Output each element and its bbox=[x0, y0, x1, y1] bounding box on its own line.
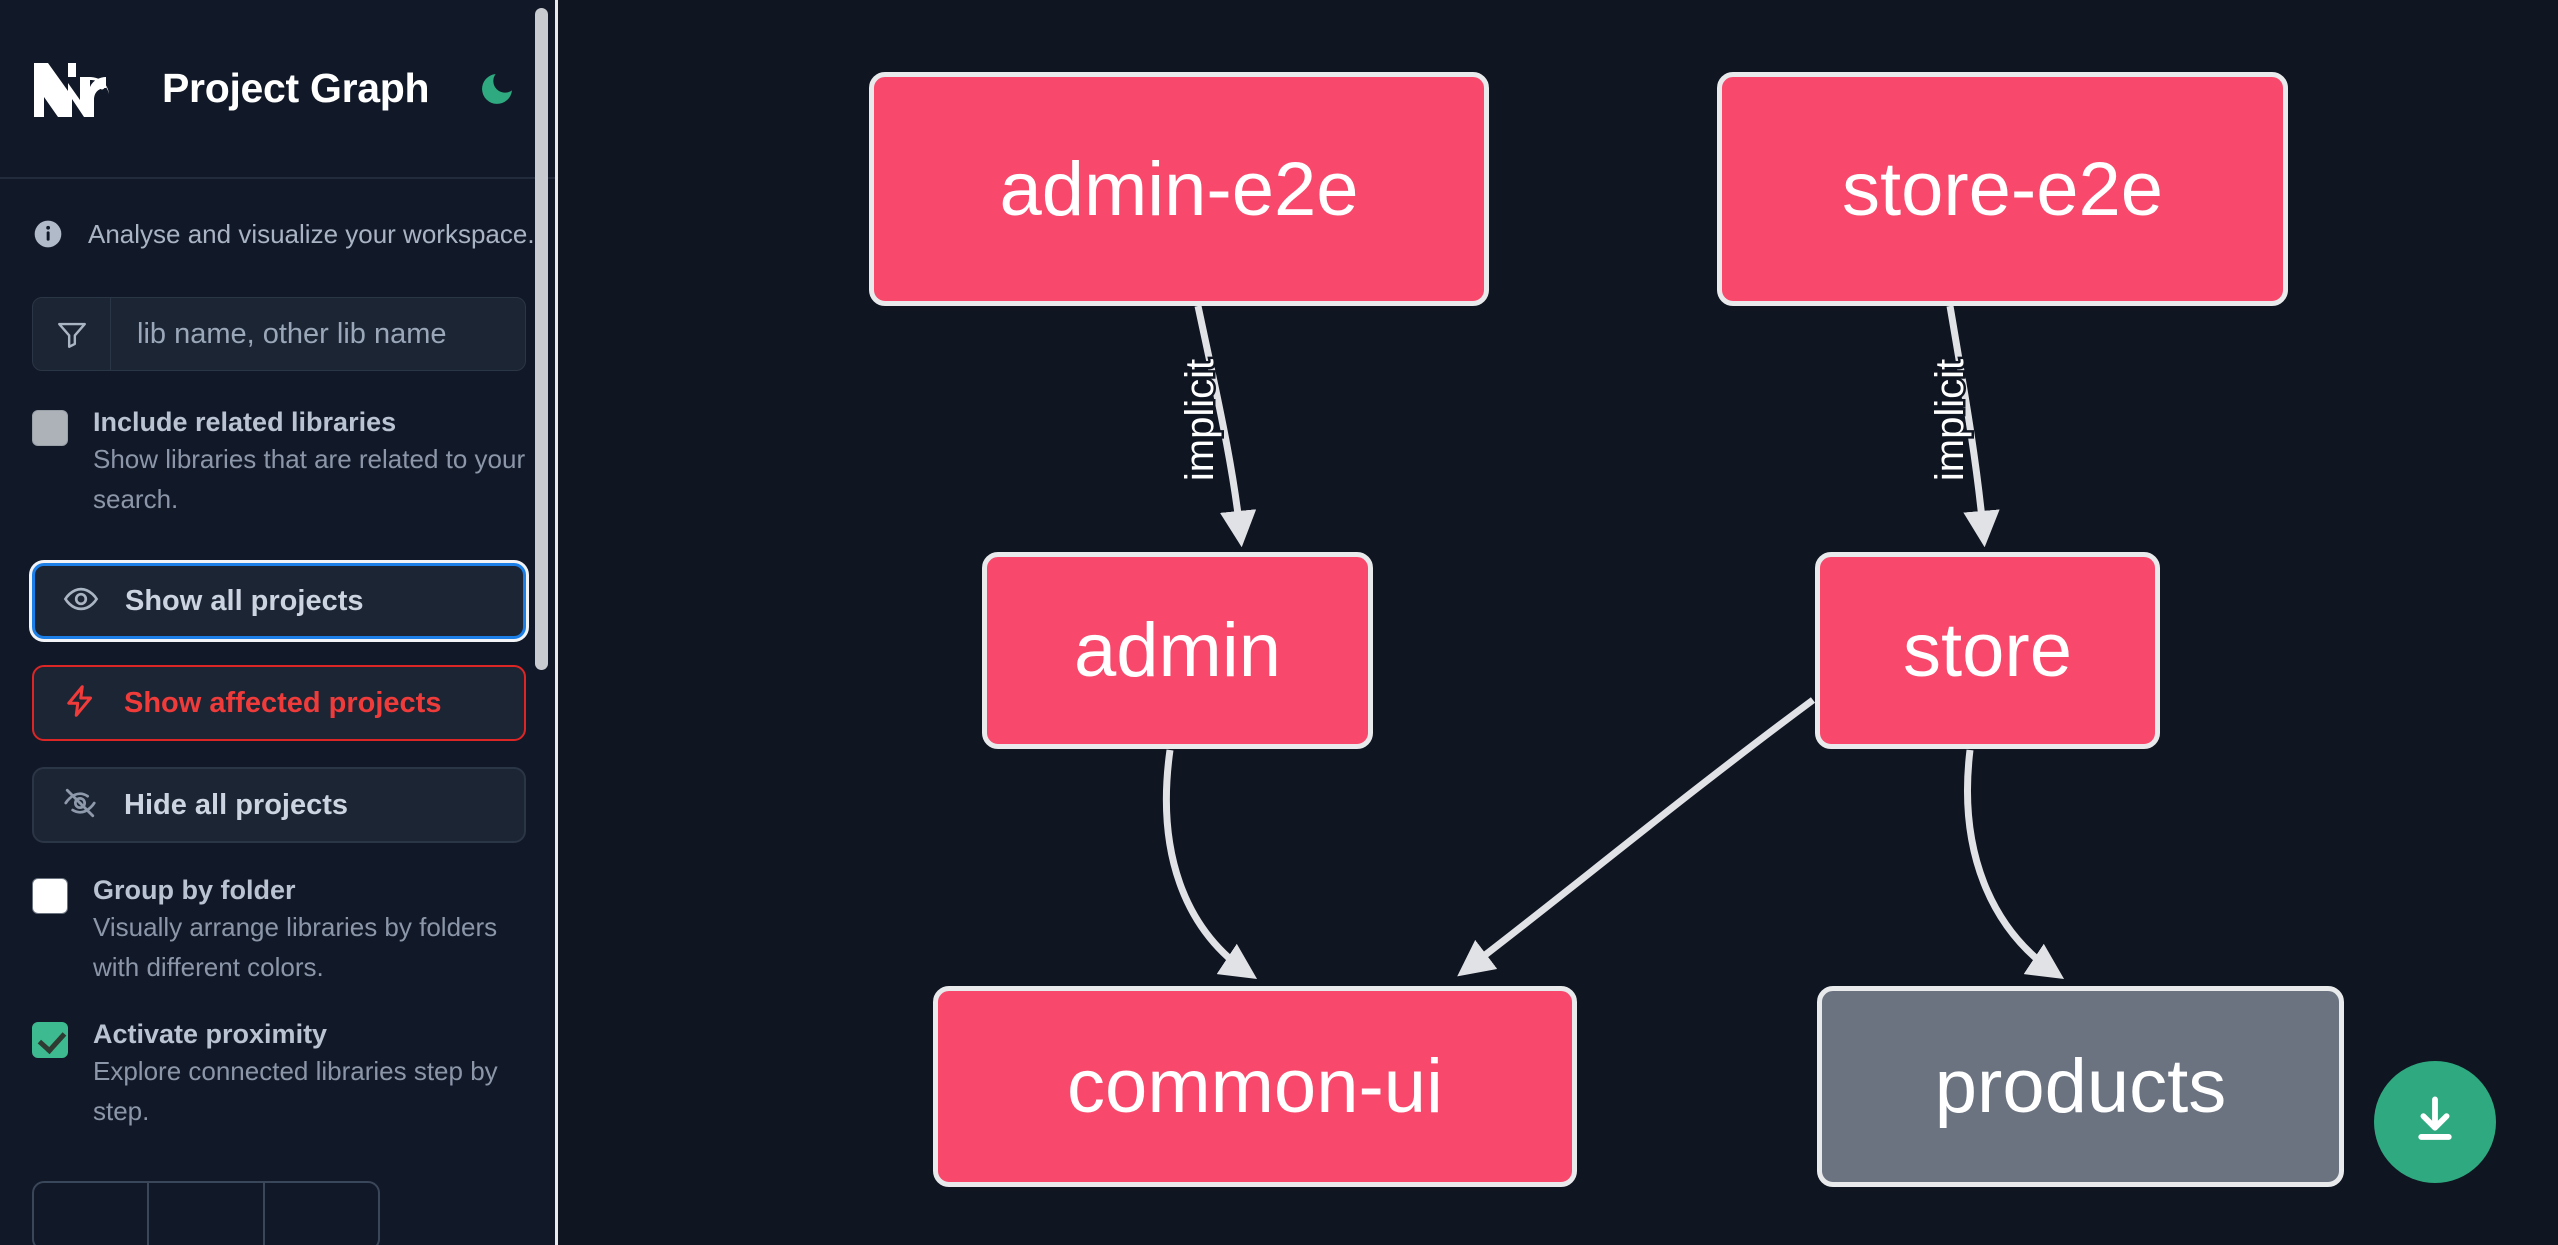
checkbox-group-by-folder-description: Visually arrange libraries by folders wi… bbox=[93, 912, 498, 982]
workspace-info-text: Analyse and visualize your workspace. bbox=[88, 218, 535, 249]
graph-node-store[interactable]: store bbox=[1815, 552, 2160, 749]
show-all-projects-label: Show all projects bbox=[125, 584, 364, 617]
checkbox-include-related-libraries-description: Show libraries that are related to your … bbox=[93, 444, 526, 514]
edge-store-e2e-to-store bbox=[1946, 305, 2000, 548]
checkbox-activate-proximity-description: Explore connected libraries step by step… bbox=[93, 1056, 498, 1126]
search-box[interactable] bbox=[32, 297, 526, 371]
filter-icon bbox=[33, 298, 111, 370]
checkbox-activate-proximity[interactable]: Activate proximity Explore connected lib… bbox=[0, 1017, 558, 1131]
checkbox-group-by-folder-label: Group by folder bbox=[93, 875, 296, 905]
workspace-info: Analyse and visualize your workspace. bbox=[0, 179, 558, 289]
sidebar-divider bbox=[555, 0, 558, 1245]
graph-node-store-e2e[interactable]: store-e2e bbox=[1717, 72, 2288, 306]
checkbox-activate-proximity-box[interactable] bbox=[32, 1022, 68, 1058]
download-icon bbox=[2406, 1091, 2464, 1154]
segment-1[interactable] bbox=[34, 1183, 150, 1245]
checkbox-include-related-libraries[interactable]: Include related libraries Show libraries… bbox=[0, 405, 558, 519]
graph-node-common-ui[interactable]: common-ui bbox=[933, 986, 1577, 1187]
sidebar: Project Graph Analyse and visualize your… bbox=[0, 0, 558, 1245]
edge-admin-to-common-ui bbox=[1162, 749, 1258, 980]
graph-edges: implicit implicit bbox=[1162, 305, 2065, 980]
graph-canvas[interactable]: implicit implicit admin-e2e store-e2e ad… bbox=[558, 0, 2558, 1245]
edge-label-implicit-admin: implicit bbox=[1178, 359, 1222, 481]
search-section bbox=[0, 297, 558, 371]
nx-logo-icon bbox=[32, 59, 120, 119]
checkbox-group-by-folder[interactable]: Group by folder Visually arrange librari… bbox=[0, 873, 558, 987]
checkbox-include-related-libraries-box[interactable] bbox=[32, 410, 68, 446]
show-all-projects-button[interactable]: Show all projects bbox=[32, 563, 526, 639]
sidebar-scrollbar-thumb[interactable] bbox=[535, 8, 548, 670]
checkbox-include-related-libraries-body: Include related libraries Show libraries… bbox=[93, 405, 526, 519]
show-affected-projects-label: Show affected projects bbox=[124, 686, 442, 719]
checkbox-activate-proximity-label: Activate proximity bbox=[93, 1019, 328, 1049]
eye-off-icon bbox=[62, 785, 98, 826]
page-title: Project Graph bbox=[162, 65, 430, 111]
lightning-icon bbox=[62, 683, 98, 724]
hide-all-projects-button[interactable]: Hide all projects bbox=[32, 767, 526, 843]
checkbox-group-by-folder-body: Group by folder Visually arrange librari… bbox=[93, 873, 526, 987]
search-input[interactable] bbox=[111, 298, 525, 370]
checkbox-include-related-libraries-label: Include related libraries bbox=[93, 407, 397, 437]
segment-3[interactable] bbox=[265, 1183, 378, 1245]
info-icon bbox=[32, 218, 64, 250]
graph-node-products[interactable]: products bbox=[1817, 986, 2344, 1187]
graph-node-admin[interactable]: admin bbox=[982, 552, 1373, 749]
sidebar-header: Project Graph bbox=[0, 0, 558, 179]
download-button[interactable] bbox=[2374, 1061, 2496, 1183]
graph-node-admin-e2e[interactable]: admin-e2e bbox=[869, 72, 1489, 306]
edge-store-to-common-ui bbox=[1457, 697, 1816, 977]
checkbox-activate-proximity-body: Activate proximity Explore connected lib… bbox=[93, 1017, 526, 1131]
project-visibility-buttons: Show all projects Show affected projects bbox=[0, 563, 558, 843]
eye-icon bbox=[63, 581, 99, 622]
show-affected-projects-button[interactable]: Show affected projects bbox=[32, 665, 526, 741]
tracing-segmented-control[interactable] bbox=[32, 1181, 380, 1245]
moon-icon[interactable] bbox=[474, 66, 520, 112]
edge-admin-e2e-to-admin bbox=[1194, 305, 1257, 548]
edge-store-to-products bbox=[1964, 749, 2065, 980]
segment-2[interactable] bbox=[149, 1183, 265, 1245]
edge-label-implicit-store: implicit bbox=[1928, 359, 1972, 481]
checkbox-group-by-folder-box[interactable] bbox=[32, 878, 68, 914]
hide-all-projects-label: Hide all projects bbox=[124, 788, 349, 821]
